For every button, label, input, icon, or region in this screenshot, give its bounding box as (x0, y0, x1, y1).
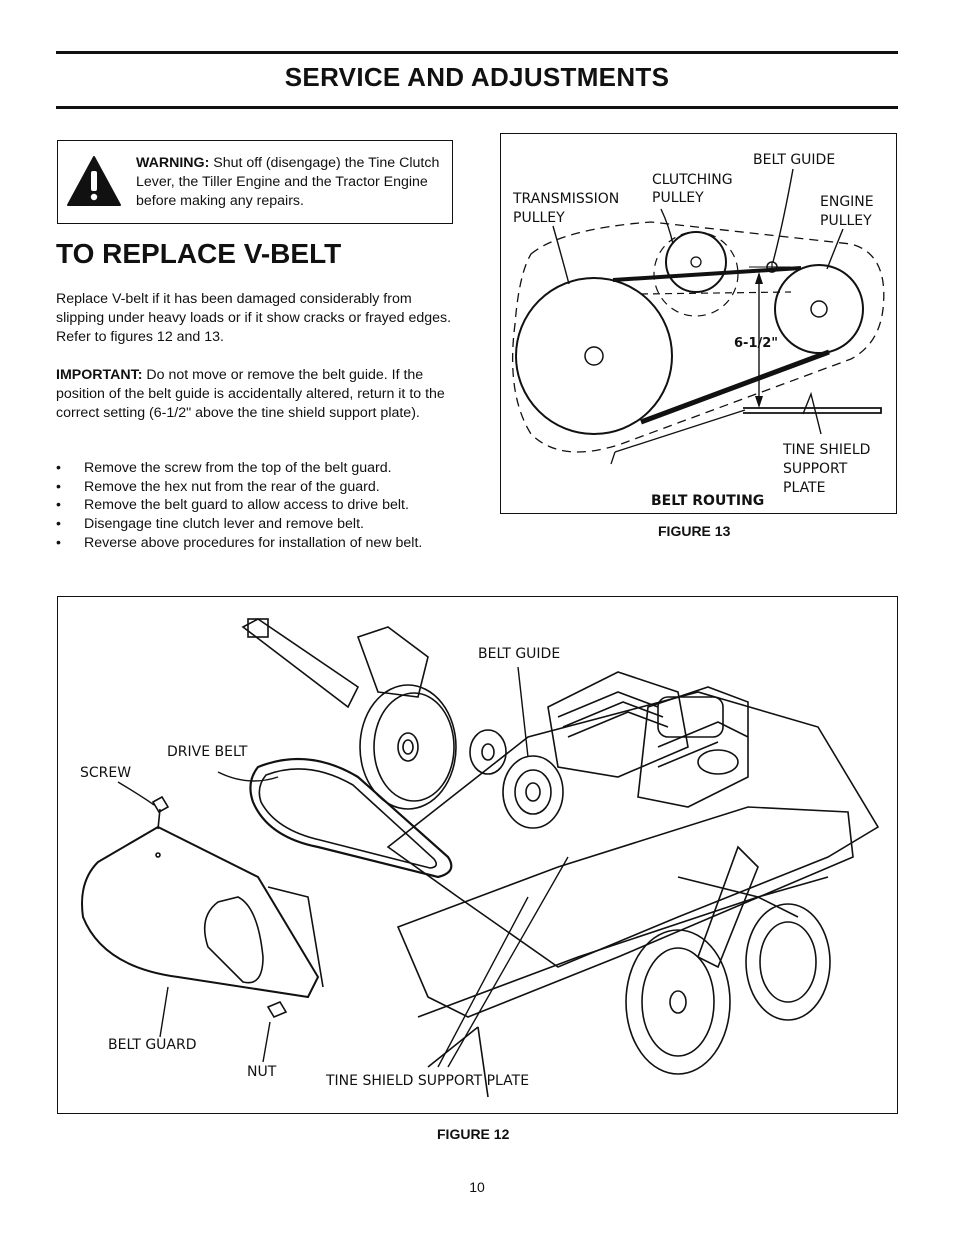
label-tine-3: PLATE (783, 480, 825, 496)
figure-13-caption: FIGURE 13 (658, 523, 731, 539)
figure-12-caption: FIGURE 12 (437, 1126, 510, 1142)
label-belt-guide: BELT GUIDE (753, 152, 835, 168)
intro-paragraph: Replace V-belt if it has been damaged co… (56, 291, 452, 345)
label-transmission-1: TRANSMISSION (512, 191, 619, 207)
belt-routing-diagram: BELT GUIDE CLUTCHING PULLEY TRANSMISSION… (511, 152, 885, 509)
page-title: SERVICE AND ADJUSTMENTS (284, 62, 670, 92)
important-label: IMPORTANT: (56, 367, 143, 383)
important-paragraph: IMPORTANT: Do not move or remove the bel… (56, 366, 461, 423)
list-item: • Remove the belt guard to allow access t… (56, 496, 476, 515)
label-clutching-2: PULLEY (652, 190, 704, 206)
figure-12-exploded-view: BELT GUIDE DRIVE BELT SCREW BELT GUARD N… (57, 596, 898, 1114)
label-clutching-1: CLUTCHING (652, 172, 733, 188)
bullet: • (56, 534, 61, 551)
label-belt-guard: BELT GUARD (108, 1037, 197, 1053)
step-text: Disengage tine clutch lever and remove b… (84, 516, 364, 533)
warning-box: WARNING: Shut off (disengage) the Tine C… (57, 140, 453, 224)
page-number: 10 (469, 1179, 485, 1195)
bullet: • (56, 478, 61, 495)
section-title: TO REPLACE V-BELT (56, 238, 342, 269)
label-tine-shield: TINE SHIELD SUPPORT PLATE (325, 1073, 529, 1089)
label-screw: SCREW (80, 765, 131, 781)
label-tine-1: TINE SHIELD (782, 442, 870, 458)
bullet: • (56, 516, 61, 533)
title-underline (56, 106, 898, 109)
list-item: • Disengage tine clutch lever and remove … (56, 515, 476, 534)
tiller-illustration: BELT GUIDE DRIVE BELT SCREW BELT GUARD N… (80, 618, 880, 1098)
label-transmission-2: PULLEY (513, 210, 565, 226)
step-text: Remove the belt guard to allow access to… (84, 497, 409, 514)
label-nut: NUT (247, 1064, 277, 1080)
list-item: • Remove the screw from the top of the be… (56, 459, 476, 478)
figure-13-belt-routing: BELT GUIDE CLUTCHING PULLEY TRANSMISSION… (500, 133, 897, 514)
label-engine-2: PULLEY (820, 213, 872, 229)
list-item: • Reverse above procedures for installati… (56, 534, 476, 553)
label-belt-guide-12: BELT GUIDE (478, 646, 560, 662)
warning-label: WARNING: (136, 155, 210, 171)
important-body: Do not move or remove the belt guide. If… (56, 367, 445, 421)
label-measure: 6-1/2" (734, 336, 778, 351)
list-item: • Remove the hex nut from the rear of the… (56, 478, 476, 497)
top-rule (56, 51, 898, 54)
step-text: Remove the screw from the top of the bel… (84, 460, 392, 476)
warning-triangle-icon (67, 156, 121, 206)
label-drive-belt: DRIVE BELT (167, 744, 248, 760)
warning-body: Shut off (disengage) the Tine Clutch Lev… (136, 155, 440, 209)
label-engine-1: ENGINE (820, 194, 874, 210)
label-belt-routing: BELT ROUTING (651, 493, 764, 509)
step-text: Reverse above procedures for installatio… (84, 534, 423, 551)
step-text: Remove the hex nut from the rear of the … (84, 478, 380, 495)
label-tine-2: SUPPORT (783, 461, 848, 477)
bullet: • (56, 497, 61, 514)
steps-list: • Remove the screw from the top of the be… (56, 459, 476, 553)
bullet: • (56, 460, 61, 476)
warning-text: WARNING: Shut off (disengage) the Tine C… (136, 154, 454, 211)
